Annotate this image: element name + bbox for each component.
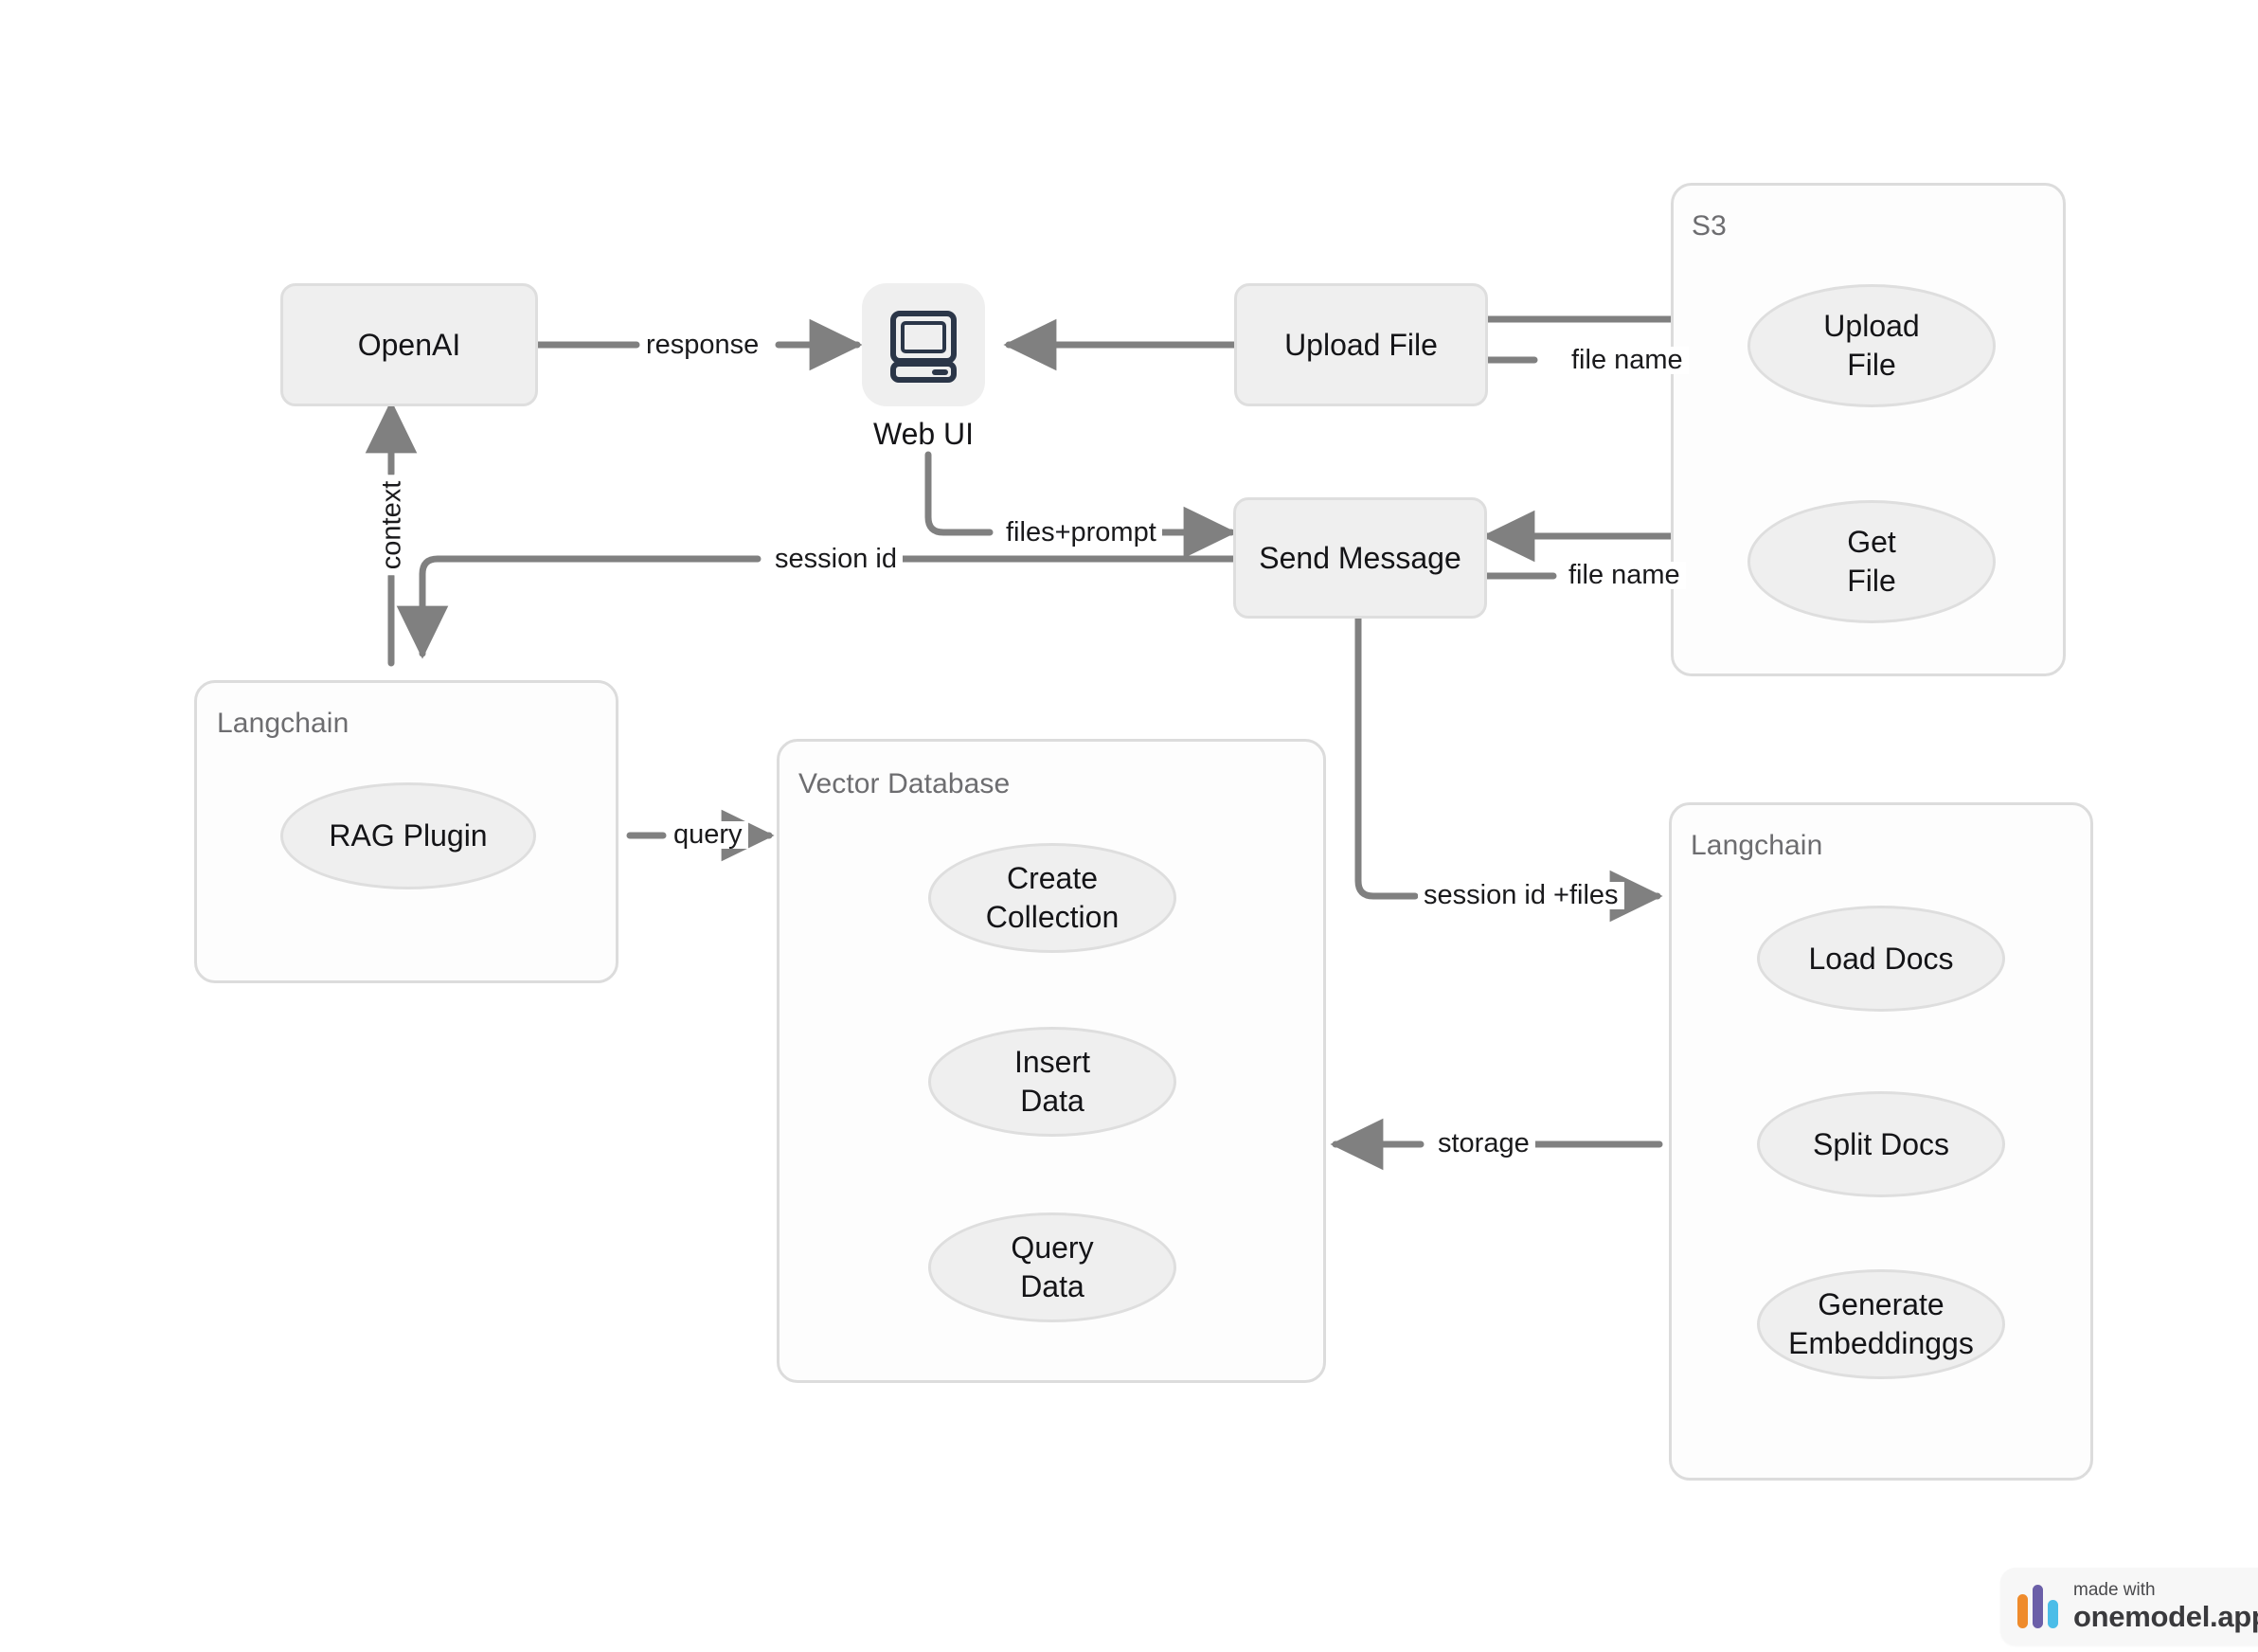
edge-label-file-name-upper: file name [1566, 347, 1689, 374]
node-s3-get-file[interactable]: Get File [1747, 500, 1996, 623]
edge-session-id-elbow [396, 555, 762, 659]
node-s3-upload-file[interactable]: Upload File [1747, 284, 1996, 407]
group-vector-database-label: Vector Database [798, 768, 1011, 799]
node-webui-caption: Web UI [872, 417, 975, 451]
node-split-docs[interactable]: Split Docs [1757, 1091, 2005, 1197]
edge-label-storage: storage [1432, 1130, 1535, 1158]
node-rag-plugin[interactable]: RAG Plugin [280, 782, 536, 889]
group-s3-label: S3 [1692, 210, 1727, 242]
edge-label-session-id: session id [769, 546, 903, 573]
edge-label-file-name-lower: file name [1563, 562, 1686, 589]
edge-label-query: query [668, 821, 748, 849]
node-upload-file-action[interactable]: Upload File [1234, 283, 1488, 406]
node-webui[interactable] [862, 283, 985, 406]
group-langchain-ingest-label: Langchain [1691, 830, 1823, 861]
node-create-collection[interactable]: Create Collection [928, 843, 1176, 953]
edge-label-session-id-files: session id +files [1418, 882, 1624, 909]
edge-session-files-elbow [1354, 615, 1419, 900]
node-load-docs[interactable]: Load Docs [1757, 906, 2005, 1012]
node-insert-data[interactable]: Insert Data [928, 1027, 1176, 1137]
onemodel-logo-icon [2017, 1584, 2058, 1628]
node-send-message[interactable]: Send Message [1233, 497, 1487, 619]
watermark-brand: onemodel.app [2073, 1599, 2258, 1633]
node-query-data-label: Query Data [1011, 1230, 1094, 1303]
group-langchain-rag-label: Langchain [217, 708, 349, 739]
node-insert-data-label: Insert Data [1013, 1045, 1091, 1118]
node-query-data[interactable]: Query Data [928, 1212, 1176, 1322]
node-generate-embeddings-label: Generate Embeddinggs [1788, 1287, 1974, 1360]
desktop-computer-icon [890, 311, 957, 383]
edge-label-files-prompt: files+prompt [1000, 519, 1162, 547]
edge-files-prompt-elbow [924, 451, 994, 536]
node-s3-get-file-label: Get File [1847, 525, 1896, 598]
node-create-collection-label: Create Collection [985, 861, 1120, 934]
watermark-badge[interactable]: made with onemodel.app [2000, 1568, 2258, 1645]
node-s3-upload-file-label: Upload File [1823, 309, 1920, 382]
edge-label-response: response [640, 332, 765, 359]
node-openai[interactable]: OpenAI [280, 283, 538, 406]
node-generate-embeddings[interactable]: Generate Embeddinggs [1757, 1269, 2005, 1379]
watermark-made-with: made with [2073, 1580, 2156, 1600]
edge-label-context: context [376, 475, 406, 576]
